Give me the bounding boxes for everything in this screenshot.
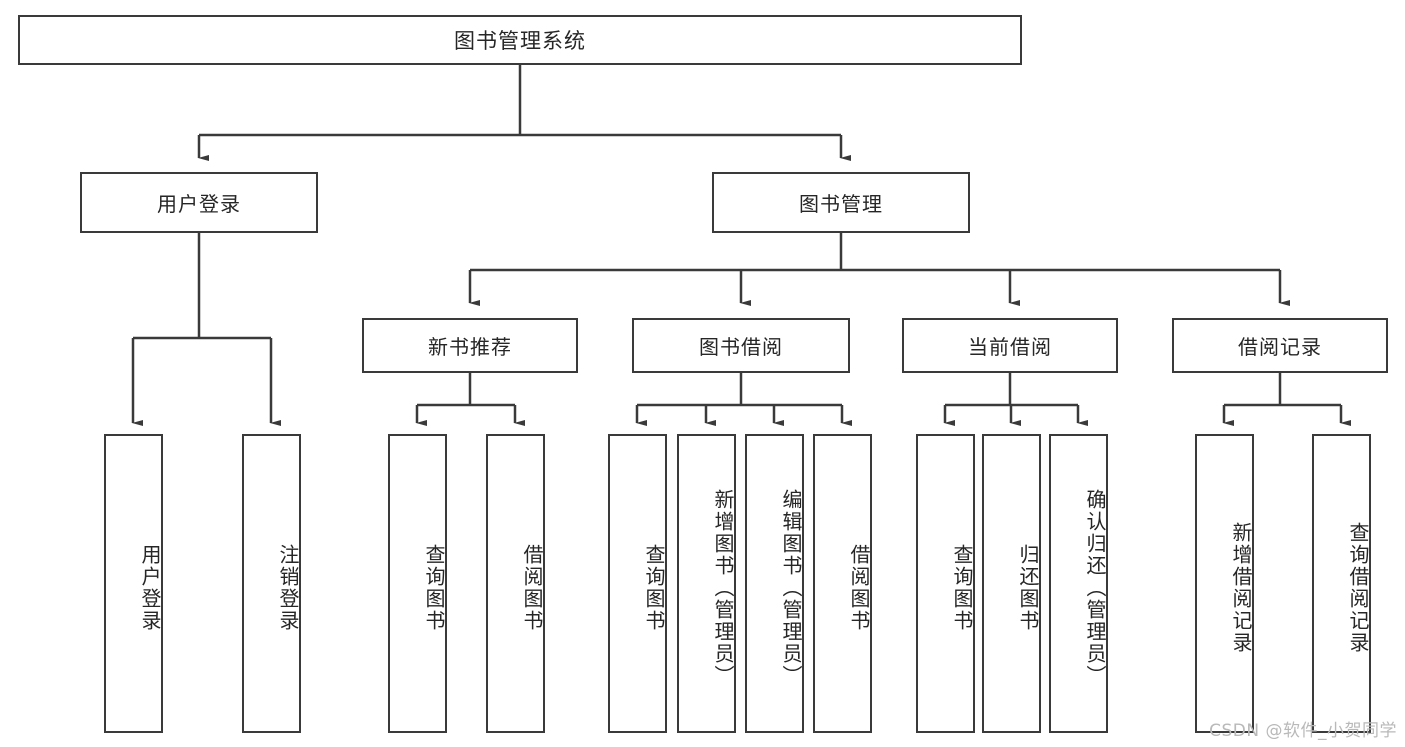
leaf-borrow-book-borrow-label: 借阅图书	[847, 543, 871, 632]
leaf-logout-login[interactable]: 注销登录	[242, 434, 301, 733]
node-book-manage-label: 图书管理	[799, 192, 883, 216]
node-new-book-recommendation[interactable]: 新书推荐	[362, 318, 578, 373]
leaf-add-book-admin-label: 新增图书（管理员）	[711, 488, 735, 687]
leaf-add-borrow-record-label: 新增借阅记录	[1229, 521, 1253, 654]
leaf-return-book-label: 归还图书	[1016, 543, 1040, 632]
leaf-query-borrow-record[interactable]: 查询借阅记录	[1312, 434, 1371, 733]
leaf-query-book-current-label: 查询图书	[950, 543, 974, 632]
leaf-add-book-admin[interactable]: 新增图书（管理员）	[677, 434, 736, 733]
leaf-logout-login-label: 注销登录	[276, 543, 300, 632]
leaf-query-book-borrow-label: 查询图书	[642, 543, 666, 632]
node-book-manage[interactable]: 图书管理	[712, 172, 970, 233]
node-root-book-management-system[interactable]: 图书管理系统	[18, 15, 1022, 65]
node-user-login[interactable]: 用户登录	[80, 172, 318, 233]
leaf-query-book-new-rec[interactable]: 查询图书	[388, 434, 447, 733]
node-root-label: 图书管理系统	[454, 29, 586, 53]
leaf-user-login[interactable]: 用户登录	[104, 434, 163, 733]
leaf-borrow-book-new-rec[interactable]: 借阅图书	[486, 434, 545, 733]
csdn-watermark: CSDN @软件_小贺同学	[1209, 721, 1397, 741]
leaf-user-login-label: 用户登录	[138, 543, 162, 632]
node-current-borrow-label: 当前借阅	[968, 335, 1052, 359]
leaf-edit-book-admin[interactable]: 编辑图书（管理员）	[745, 434, 804, 733]
leaf-query-book-borrow[interactable]: 查询图书	[608, 434, 667, 733]
leaf-edit-book-admin-label: 编辑图书（管理员）	[779, 488, 803, 687]
leaf-confirm-return-admin-label: 确认归还（管理员）	[1083, 488, 1107, 687]
leaf-query-book-current[interactable]: 查询图书	[916, 434, 975, 733]
node-new-book-recommendation-label: 新书推荐	[428, 335, 512, 359]
leaf-confirm-return-admin[interactable]: 确认归还（管理员）	[1049, 434, 1108, 733]
leaf-return-book[interactable]: 归还图书	[982, 434, 1041, 733]
node-borrow-record-label: 借阅记录	[1238, 335, 1322, 359]
node-current-borrow[interactable]: 当前借阅	[902, 318, 1118, 373]
leaf-borrow-book-new-rec-label: 借阅图书	[520, 543, 544, 632]
node-book-borrow[interactable]: 图书借阅	[632, 318, 850, 373]
node-user-login-label: 用户登录	[157, 192, 241, 216]
node-borrow-record[interactable]: 借阅记录	[1172, 318, 1388, 373]
leaf-query-borrow-record-label: 查询借阅记录	[1346, 521, 1370, 654]
leaf-add-borrow-record[interactable]: 新增借阅记录	[1195, 434, 1254, 733]
leaf-borrow-book-borrow[interactable]: 借阅图书	[813, 434, 872, 733]
node-book-borrow-label: 图书借阅	[699, 335, 783, 359]
leaf-query-book-new-rec-label: 查询图书	[422, 543, 446, 632]
